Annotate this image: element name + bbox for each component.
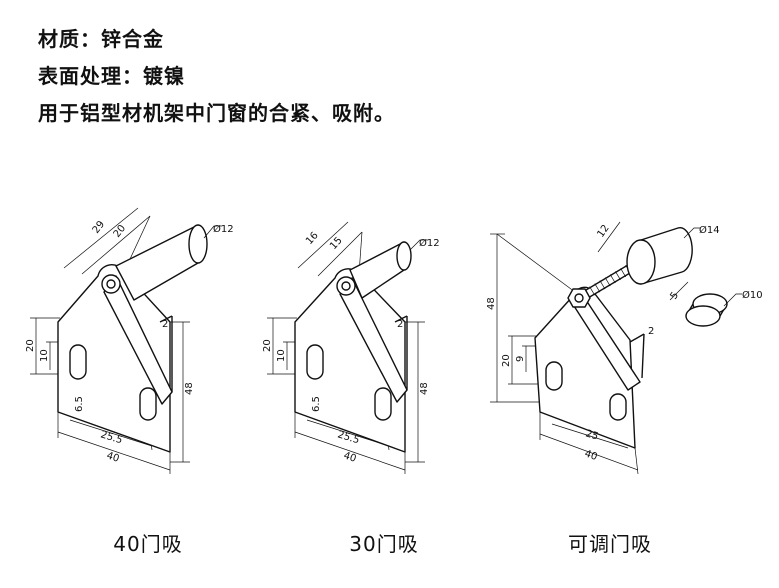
arm-flange (629, 333, 645, 343)
dim-label: 25 (584, 428, 599, 442)
dim-line-5 (669, 281, 689, 301)
magnet-face (396, 241, 412, 271)
pivot-boss (101, 274, 121, 294)
disc-face (685, 305, 721, 327)
dim-label: 48 (486, 297, 497, 310)
dim-label: 29 (91, 219, 108, 236)
dim-line-40 (57, 431, 171, 471)
mount-slot (609, 393, 627, 421)
drawing-adjustable-door-catch: 12 Ø14 5 Ø10 48 20 9 2 25 40 (486, 221, 763, 475)
dim-label: Ø10 (742, 289, 763, 301)
dim-label: 6.5 (311, 396, 322, 412)
dim-label: 2 (397, 319, 403, 330)
extension-line (496, 233, 576, 293)
dim-label: Ø14 (699, 224, 720, 236)
dim-label: 40 (342, 450, 358, 464)
drawing-40-door-catch: 29 20 Ø12 20 10 6.5 25.5 40 48 2 (25, 207, 234, 474)
caption-30-door-catch: 30门吸 (349, 532, 419, 556)
dim-label: 2 (162, 319, 168, 330)
pivot-hole (106, 279, 116, 289)
dim-label: 10 (39, 349, 50, 362)
dim-label: Ø12 (213, 223, 234, 235)
dim-line (297, 221, 349, 269)
magnet-face (626, 239, 656, 285)
dim-label: 20 (501, 354, 512, 367)
dim-label: 6.5 (74, 396, 85, 412)
dim-label: 5 (668, 290, 681, 302)
dim-line-40 (294, 431, 406, 471)
caption-40-door-catch: 40门吸 (113, 532, 183, 556)
pivot-hole (341, 281, 351, 291)
hex-nut (567, 288, 591, 308)
dim-line (317, 231, 363, 277)
caption-adjustable-door-catch: 可调门吸 (568, 532, 652, 556)
leader-line (203, 225, 222, 239)
mount-slot (139, 387, 157, 421)
leader-line (683, 227, 700, 239)
mount-slot (545, 361, 563, 391)
dim-line-25-5 (69, 419, 153, 447)
mount-plate (57, 264, 171, 453)
mount-slot (69, 344, 87, 380)
mount-slot (306, 344, 324, 380)
arm-flange (641, 333, 645, 379)
dim-label: 48 (184, 382, 195, 395)
dim-line-40 (539, 433, 639, 471)
arm-flange (394, 315, 408, 323)
dim-label: 20 (25, 339, 36, 352)
arm-flange (159, 315, 173, 323)
extension-line (634, 447, 639, 475)
spec-surface: 表面处理：镀镍 (38, 64, 185, 88)
magnet-face (188, 224, 208, 264)
spec-material: 材质：锌合金 (38, 27, 164, 51)
mount-plate (294, 268, 406, 453)
dim-line (81, 215, 151, 275)
dim-label: 9 (515, 356, 526, 362)
leader-line (723, 293, 742, 307)
dim-line-12 (597, 221, 621, 253)
dim-label: 20 (112, 223, 129, 240)
magnet-body (115, 224, 199, 301)
leader-line (409, 239, 428, 251)
dim-label: 2 (648, 326, 654, 337)
dim-line (63, 207, 139, 269)
dim-line-25 (551, 423, 629, 449)
nut-bore (574, 293, 584, 303)
drawing-30-door-catch: 16 15 Ø12 20 10 6.5 25.5 40 48 2 (262, 221, 440, 474)
dim-label: 16 (304, 230, 321, 247)
dim-label: 48 (419, 382, 430, 395)
dim-label: 40 (583, 448, 599, 463)
dim-label: 20 (262, 339, 273, 352)
dim-label: 40 (105, 450, 121, 464)
dim-label: Ø12 (419, 237, 440, 249)
pivot-boss (336, 276, 356, 296)
dim-label: 10 (276, 349, 287, 362)
dim-label: 12 (595, 223, 611, 240)
spec-usage: 用于铝型材机架中门窗的合紧、吸附。 (38, 101, 395, 125)
mount-slot (374, 387, 392, 421)
